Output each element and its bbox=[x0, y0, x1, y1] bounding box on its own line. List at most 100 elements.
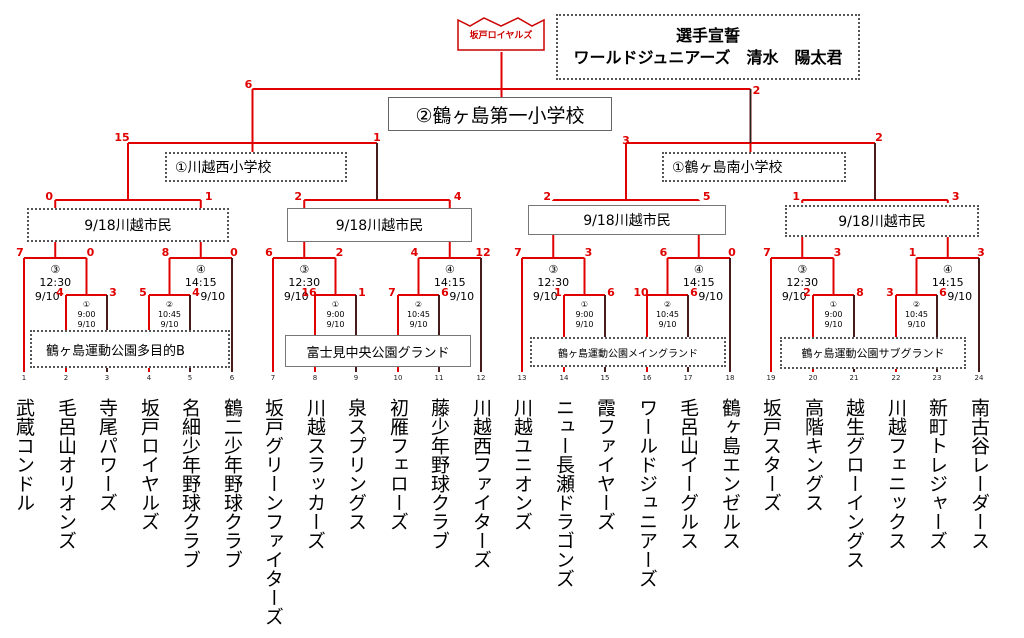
team-number: 17 bbox=[683, 374, 693, 382]
r1-score: 6 bbox=[441, 286, 449, 299]
match-2-date: 9/10 bbox=[907, 320, 926, 329]
r2-score: 3 bbox=[833, 246, 842, 259]
match-1-time: 9:00 bbox=[77, 310, 96, 319]
quarter-label-4: 9/18川越市民 bbox=[785, 205, 979, 237]
r2-score: 1 bbox=[908, 246, 917, 259]
match-b-no: ④ bbox=[444, 263, 455, 276]
team-name: 高階キングス bbox=[802, 398, 824, 512]
crown-label: 坂戸ロイヤルズ bbox=[469, 31, 533, 41]
r2-score: 0 bbox=[86, 246, 95, 259]
match-1-time: 9:00 bbox=[326, 310, 345, 319]
r1-score: 10 bbox=[633, 286, 649, 299]
quarter-label-3: 9/18川越市民 bbox=[528, 205, 726, 235]
team-name: 泉スプリングス bbox=[345, 398, 367, 531]
r2-score: 3 bbox=[977, 246, 985, 259]
team-number: 5 bbox=[187, 374, 193, 382]
quarter-score: 2 bbox=[294, 190, 303, 203]
ground-1: 鶴ヶ島運動公園多目的B bbox=[30, 330, 230, 368]
match-1-date: 9/10 bbox=[77, 320, 96, 329]
team-name: 毛呂山オリオンズ bbox=[55, 398, 77, 550]
semi-score: 15 bbox=[114, 131, 130, 144]
match-b-date: 9/10 bbox=[698, 290, 724, 303]
team-number: 23 bbox=[932, 374, 942, 382]
r2-score: 2 bbox=[335, 246, 344, 259]
quarter-score: 5 bbox=[702, 190, 711, 203]
match-2-no: ② bbox=[912, 300, 921, 309]
team-name: ニュー長瀬ドラゴンズ bbox=[553, 398, 575, 588]
r1-score: 1 bbox=[358, 286, 366, 299]
quarter-score: 1 bbox=[792, 190, 801, 203]
match-a-no: ③ bbox=[548, 263, 559, 276]
match-2-no: ② bbox=[414, 300, 423, 309]
match-a-date: 9/10 bbox=[781, 290, 807, 303]
team-name: 川越スラッカーズ bbox=[304, 398, 326, 550]
team-number: 20 bbox=[808, 374, 818, 382]
match-b-date: 9/10 bbox=[200, 290, 226, 303]
match-1-no: ① bbox=[829, 300, 838, 309]
crown-emblem bbox=[457, 17, 545, 51]
match-2-date: 9/10 bbox=[658, 320, 677, 329]
team-number: 9 bbox=[353, 374, 359, 382]
team-name: 坂戸ロイヤルズ bbox=[138, 398, 160, 531]
team-number: 10 bbox=[393, 374, 403, 382]
team-name: 鶴二少年野球クラブ bbox=[221, 398, 243, 569]
team-number: 3 bbox=[104, 374, 110, 382]
r2-score: 7 bbox=[763, 246, 771, 259]
team-name: 鶴ヶ島エンゼルス bbox=[719, 398, 741, 550]
team-number: 22 bbox=[891, 374, 901, 382]
r1-score: 16 bbox=[301, 286, 317, 299]
match-b-date: 9/10 bbox=[947, 290, 973, 303]
team-number: 15 bbox=[600, 374, 610, 382]
match-2-no: ② bbox=[663, 300, 672, 309]
r2-score: 0 bbox=[230, 246, 238, 259]
r2-score: 7 bbox=[16, 246, 24, 259]
semi-venue-right: ①鶴ヶ島南小学校 bbox=[662, 152, 846, 182]
match-b-time: 14:15 bbox=[931, 276, 964, 289]
team-name: 坂戸グリーンファイターズ bbox=[262, 398, 284, 626]
match-2-no: ② bbox=[165, 300, 174, 309]
team-name: 川越フェニックス bbox=[885, 398, 907, 550]
team-number: 24 bbox=[974, 374, 984, 382]
team-name: ワールドジュニアーズ bbox=[636, 398, 658, 588]
team-name: 新町トレジャーズ bbox=[926, 398, 948, 550]
quarter-score: 4 bbox=[453, 190, 462, 203]
r2-score: 12 bbox=[475, 246, 491, 259]
final-venue: ②鶴ヶ島第一小学校 bbox=[388, 97, 612, 131]
match-1-date: 9/10 bbox=[824, 320, 843, 329]
match-2-time: 10:45 bbox=[406, 310, 431, 319]
match-a-no: ③ bbox=[299, 263, 310, 276]
semi-score: 1 bbox=[373, 131, 381, 144]
match-a-date: 9/10 bbox=[34, 290, 60, 303]
team-name: 川越西ファイターズ bbox=[470, 398, 492, 569]
r2-score: 8 bbox=[161, 246, 170, 259]
match-b-time: 14:15 bbox=[184, 276, 217, 289]
r2-score: 7 bbox=[514, 246, 522, 259]
team-number: 11 bbox=[434, 374, 444, 382]
team-number: 16 bbox=[642, 374, 652, 382]
match-1-no: ① bbox=[580, 300, 589, 309]
match-b-no: ④ bbox=[693, 263, 704, 276]
match-a-no: ③ bbox=[50, 263, 61, 276]
r1-score: 3 bbox=[886, 286, 894, 299]
match-2-time: 10:45 bbox=[157, 310, 182, 319]
r1-score: 1 bbox=[554, 286, 562, 299]
r2-score: 6 bbox=[265, 246, 273, 259]
match-2-time: 10:45 bbox=[904, 310, 929, 319]
final-score-left: 6 bbox=[244, 78, 253, 91]
match-b-no: ④ bbox=[195, 263, 206, 276]
match-1-time: 9:00 bbox=[824, 310, 843, 319]
match-b-date: 9/10 bbox=[449, 290, 475, 303]
ground-2: 富士見中央公園グランド bbox=[285, 335, 471, 367]
match-1-date: 9/10 bbox=[575, 320, 594, 329]
match-1-no: ① bbox=[82, 300, 91, 309]
team-name: 初雁フェローズ bbox=[387, 398, 409, 531]
match-a-date: 9/10 bbox=[532, 290, 558, 303]
r2-score: 4 bbox=[410, 246, 419, 259]
r1-score: 5 bbox=[139, 286, 147, 299]
quarter-score: 2 bbox=[543, 190, 552, 203]
quarter-label-1: 9/18川越市民 bbox=[27, 208, 229, 242]
r1-score: 3 bbox=[109, 286, 117, 299]
r1-score: 6 bbox=[690, 286, 698, 299]
team-name: 寺尾パワーズ bbox=[96, 398, 118, 512]
quarter-score: 0 bbox=[45, 190, 54, 203]
